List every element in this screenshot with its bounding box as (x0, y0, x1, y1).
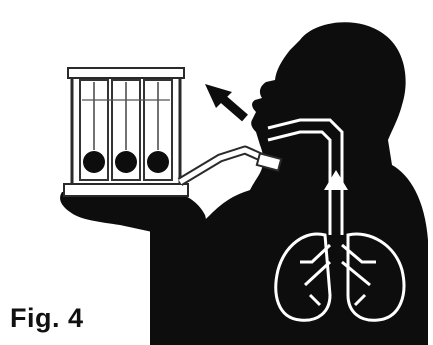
figure-caption: Fig. 4 (10, 303, 84, 333)
ball-2 (115, 151, 137, 173)
inhale-arrow-icon (205, 84, 245, 118)
ball-3 (147, 151, 169, 173)
incentive-spirometer-icon (64, 68, 281, 196)
ball-1 (83, 151, 105, 173)
